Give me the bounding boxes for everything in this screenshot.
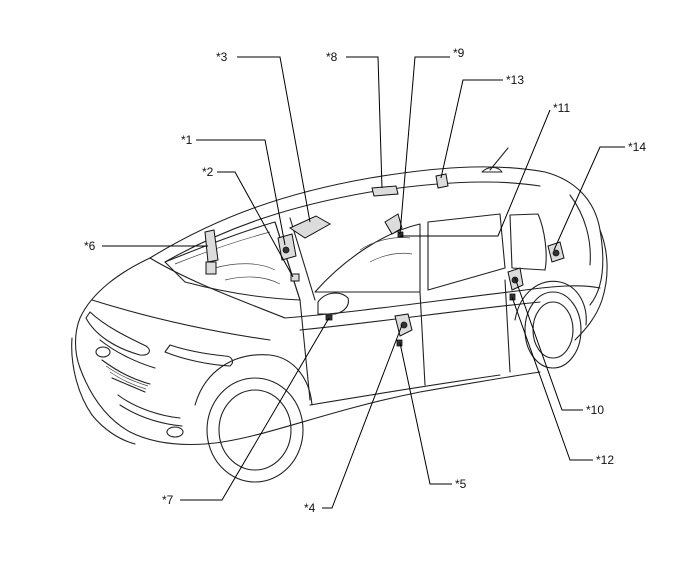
callout-label-7: *7 [162, 493, 174, 507]
callout-label-9: *9 [453, 46, 465, 60]
component-5 [396, 339, 403, 347]
leader-line-4 [322, 324, 403, 509]
leader-line-11 [400, 109, 551, 237]
callout-label-12: *12 [596, 453, 614, 467]
leader-line-8 [346, 56, 383, 189]
leader-line-10 [514, 277, 583, 411]
leader-line-1 [196, 139, 286, 246]
callout-labels: *1 *2 *3 *4 *5 *6 *7 *8 *9 *10 *11 *12 *… [84, 46, 646, 515]
callout-label-13: *13 [506, 73, 524, 87]
leader-line-5 [399, 342, 452, 485]
callout-label-8: *8 [326, 50, 338, 64]
leader-line-7 [180, 317, 330, 501]
leader-line-2 [217, 171, 294, 278]
callout-label-4: *4 [304, 501, 316, 515]
leader-lines [102, 56, 625, 509]
component-13 [435, 173, 449, 189]
components [204, 173, 565, 347]
leader-line-12 [511, 296, 593, 461]
callout-label-11: *11 [553, 101, 570, 115]
callout-label-6: *6 [84, 239, 96, 253]
component-6 [204, 229, 219, 263]
leader-line-9 [399, 56, 450, 235]
callout-label-3: *3 [216, 50, 228, 64]
component-7 [325, 314, 333, 321]
component-2 [290, 273, 300, 282]
callout-label-2: *2 [202, 165, 214, 179]
leader-line-14 [553, 146, 625, 251]
leader-line-3 [237, 56, 311, 223]
component-9 [384, 213, 403, 235]
callout-label-14: *14 [628, 140, 646, 154]
car-body [71, 147, 608, 483]
leader-line-13 [440, 79, 503, 179]
callout-label-1: *1 [181, 133, 193, 147]
component-8 [371, 185, 399, 197]
callout-label-5: *5 [455, 477, 467, 491]
callout-label-10: *10 [586, 403, 604, 417]
component-3 [288, 215, 332, 239]
